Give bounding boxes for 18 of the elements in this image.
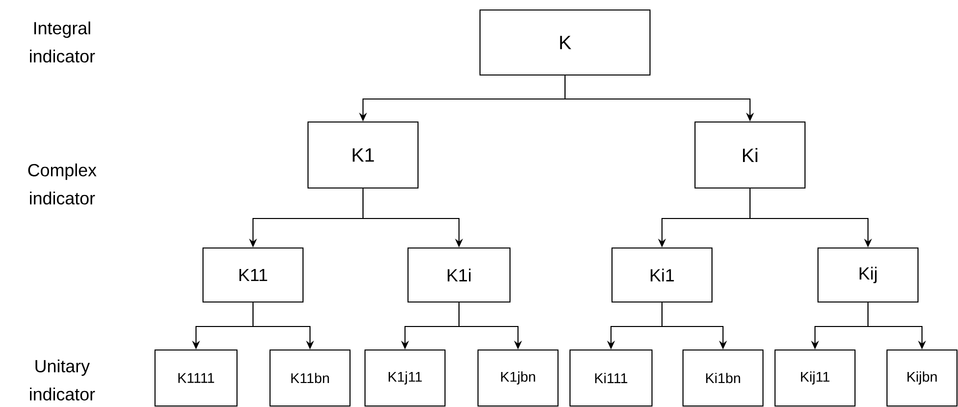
indicator-box: Ki1 <box>611 247 713 303</box>
indicator-box: K <box>479 9 651 76</box>
indicator-box: Kij <box>817 247 919 303</box>
indicator-box: Ki1bn <box>682 349 764 407</box>
indicator-box: K1 <box>307 121 419 189</box>
level-label: Unitary indicator <box>30 359 95 400</box>
level-label: Integral indicator <box>30 22 95 62</box>
indicator-box: K1jbn <box>477 349 559 407</box>
indicator-box: Ki <box>694 121 806 189</box>
indicator-box: K11bn <box>269 349 351 407</box>
indicator-box: K1111 <box>154 349 238 407</box>
indicator-box: Kijbn <box>886 349 958 407</box>
indicator-box: K1j11 <box>364 349 446 407</box>
indicator-box: K11 <box>202 247 304 303</box>
indicator-box: Ki111 <box>569 349 653 407</box>
level-label: Complex indicator <box>28 163 96 204</box>
indicator-box: Kij11 <box>774 349 856 407</box>
indicator-box: K1i <box>407 247 511 303</box>
